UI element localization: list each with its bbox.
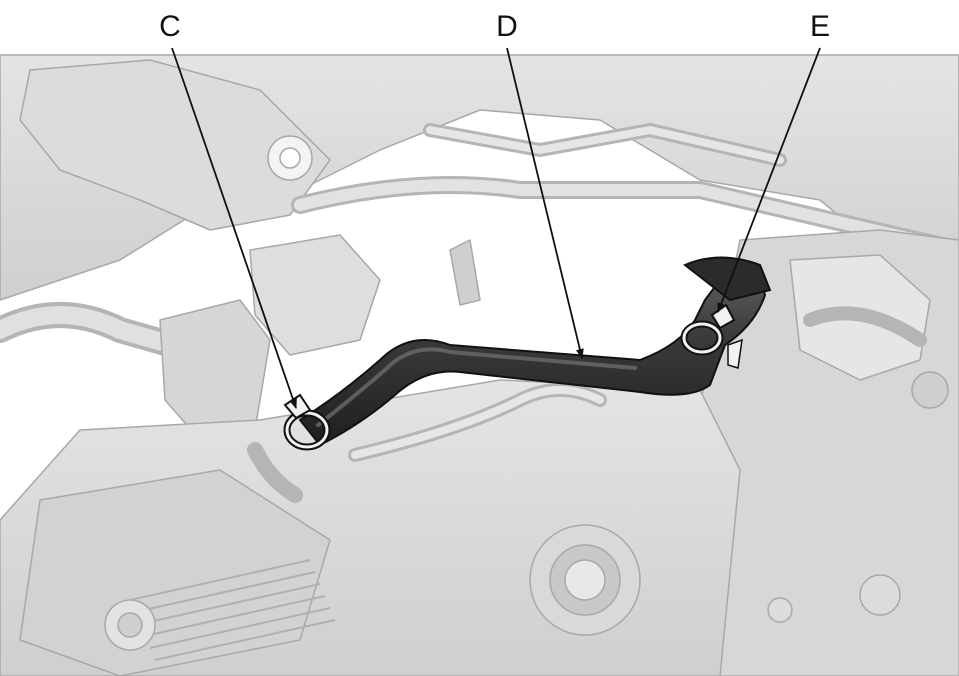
callout-label-e: E	[809, 10, 831, 43]
hose-clamp-e	[680, 303, 743, 369]
ghosted-engine-components	[0, 54, 959, 676]
callout-label-c: C	[159, 10, 181, 43]
callout-label-d: D	[496, 10, 518, 43]
